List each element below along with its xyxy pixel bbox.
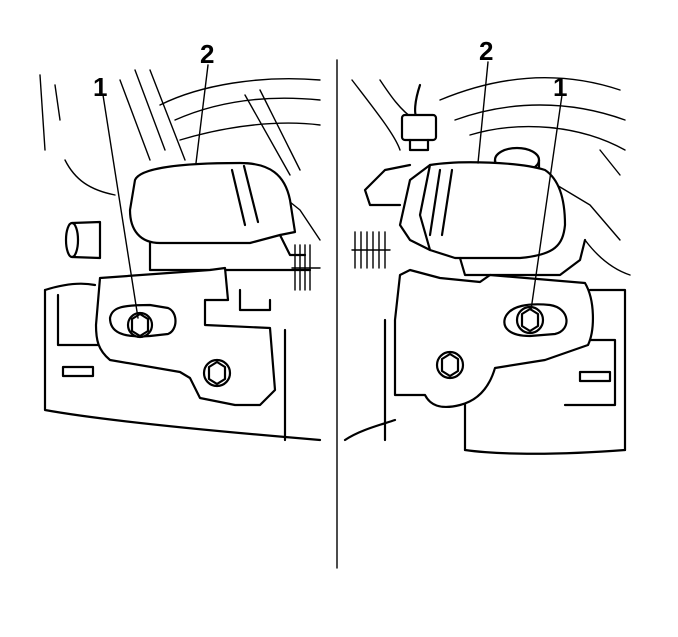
left-module-leader-line (195, 64, 209, 164)
left-view (39, 64, 322, 442)
left-pipe-stub (64, 220, 102, 260)
right-bolt-upper (515, 305, 545, 335)
right-module-callout: 2 (479, 36, 493, 66)
right-bolt-lower (435, 350, 465, 380)
left-module (128, 161, 321, 291)
left-lower-body (43, 282, 322, 442)
left-bolt-lower (202, 358, 232, 388)
right-background-lines (351, 76, 631, 276)
right-module-leader-line (477, 61, 489, 164)
right-bolt-leader-line (530, 94, 563, 311)
right-module (351, 161, 587, 277)
left-bracket (94, 266, 277, 407)
right-bolt-callout: 1 (553, 72, 567, 102)
left-module-callout: 2 (200, 39, 214, 69)
right-view (343, 61, 631, 455)
left-bolt-leader-line (102, 94, 139, 319)
left-bolt-callout: 1 (93, 72, 107, 102)
left-bolt-upper (126, 311, 154, 339)
right-bracket (393, 268, 595, 409)
